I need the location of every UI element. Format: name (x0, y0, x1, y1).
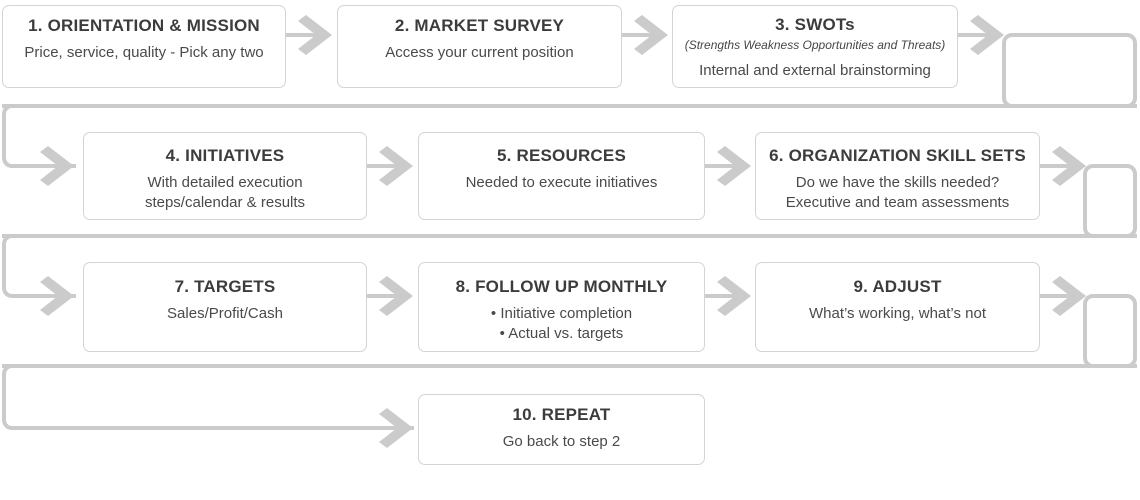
step-box-5: 5. RESOURCES Needed to execute initiativ… (418, 132, 705, 220)
arrow-line (286, 33, 322, 37)
chevron-right-icon (38, 274, 76, 318)
chevron-right-icon (379, 276, 413, 316)
step-box-9: 9. ADJUST What’s working, what’s not (755, 262, 1040, 352)
step-description: Internal and external brainstorming (699, 62, 931, 79)
arrow-line (958, 33, 994, 37)
connector-corner (2, 364, 414, 430)
arrow-line (367, 164, 403, 168)
arrow-right (1040, 274, 1088, 318)
step-description: Do we have the skills needed? (795, 174, 1000, 191)
step-description: Executive and team assessments (785, 194, 1010, 212)
step-title: 5. RESOURCES (497, 146, 626, 165)
step-box-7: 7. TARGETS Sales/Profit/Cash (83, 262, 367, 352)
step-title: 4. INITIATIVES (165, 146, 285, 165)
step-box-3: 3. SWOTs (Strengths Weakness Opportuniti… (672, 5, 958, 88)
step-bullet: • Initiative completion (490, 305, 633, 322)
step-box-10: 10. REPEAT Go back to step 2 (418, 394, 705, 465)
connector-loop (1083, 294, 1137, 368)
chevron-right-icon (634, 15, 668, 55)
step-description: With detailed execution (147, 174, 303, 191)
arrow-right (367, 144, 415, 188)
step-description: Needed to execute initiatives (465, 174, 658, 191)
chevron-right-icon (377, 406, 415, 450)
arrow-right (622, 13, 670, 57)
arrow-line (367, 294, 403, 298)
arrow-line (1040, 164, 1076, 168)
chevron-right-icon (379, 146, 413, 186)
arrow-right (367, 274, 415, 318)
step-description: Price, service, quality - Pick any two (24, 44, 264, 61)
step-title: 9. ADJUST (853, 277, 942, 296)
chevron-right-icon (717, 276, 751, 316)
connector-line (2, 364, 1137, 368)
arrow-line (1040, 294, 1076, 298)
arrow-line (705, 294, 741, 298)
chevron-right-icon (1052, 276, 1086, 316)
step-bullet: • Actual vs. targets (499, 325, 624, 343)
step-description: steps/calendar & results (144, 194, 306, 212)
chevron-right-icon (970, 15, 1004, 55)
connector-corner (2, 234, 76, 298)
arrow-line (705, 164, 741, 168)
chevron-right-icon (717, 146, 751, 186)
chevron-right-icon (38, 144, 76, 188)
arrow-right (958, 13, 1006, 57)
connector-line (2, 104, 1137, 108)
step-description: Access your current position (385, 44, 574, 61)
arrow-right (286, 13, 334, 57)
chevron-right-icon (298, 15, 332, 55)
connector-loop (1002, 33, 1137, 108)
step-box-1: 1. ORIENTATION & MISSION Price, service,… (2, 5, 286, 88)
connector-loop (1083, 164, 1137, 238)
step-box-8: 8. FOLLOW UP MONTHLY • Initiative comple… (418, 262, 705, 352)
connector-corner (2, 104, 76, 168)
step-title: 3. SWOTs (775, 15, 855, 34)
arrow-right (1040, 144, 1088, 188)
connector-line (2, 234, 1137, 238)
step-title: 10. REPEAT (512, 405, 611, 424)
chevron-right-icon (1052, 146, 1086, 186)
step-title: 7. TARGETS (174, 277, 276, 296)
step-box-2: 2. MARKET SURVEY Access your current pos… (337, 5, 622, 88)
step-subtitle: (Strengths Weakness Opportunities and Th… (684, 38, 946, 52)
step-description: Go back to step 2 (502, 433, 621, 450)
arrow-right (705, 274, 753, 318)
step-title: 8. FOLLOW UP MONTHLY (455, 277, 668, 296)
step-description: What’s working, what’s not (808, 305, 987, 322)
step-description: Sales/Profit/Cash (167, 305, 283, 322)
arrow-line (622, 33, 658, 37)
step-title: 6. ORGANIZATION SKILL SETS (769, 146, 1026, 165)
step-title: 1. ORIENTATION & MISSION (28, 16, 260, 35)
step-title: 2. MARKET SURVEY (394, 16, 565, 35)
arrow-right (705, 144, 753, 188)
step-box-6: 6. ORGANIZATION SKILL SETS Do we have th… (755, 132, 1040, 220)
step-box-4: 4. INITIATIVES With detailed execution s… (83, 132, 367, 220)
